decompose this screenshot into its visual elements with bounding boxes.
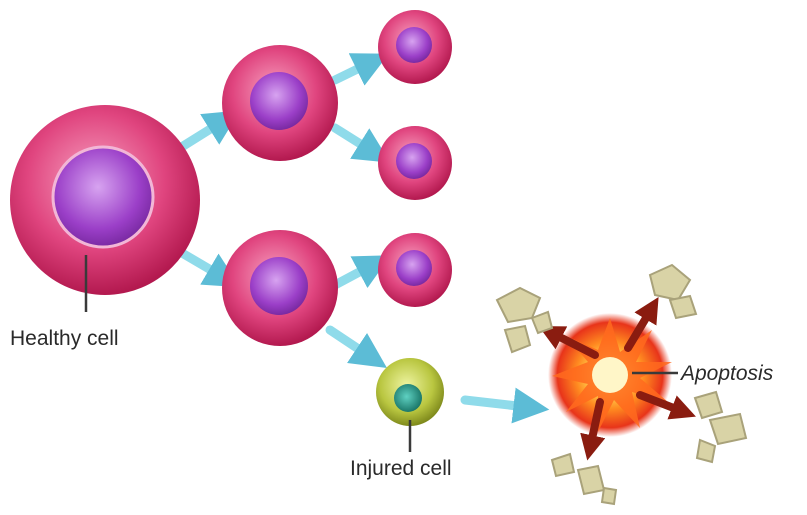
arrow-top-to-small-2 [335, 128, 378, 155]
small-cell-3 [378, 233, 452, 307]
fragment-cluster-upper-right [650, 265, 696, 318]
healthy-cell-label: Healthy cell [10, 327, 119, 350]
arrow-injured-to-apoptosis [465, 400, 535, 408]
injured-cell [376, 358, 444, 452]
arrow-healthy-to-daughter-bottom [182, 253, 228, 280]
daughter-cell-top [222, 45, 338, 161]
apoptosis-label: Apoptosis [679, 362, 774, 385]
arrow-top-to-small-1 [335, 60, 376, 80]
fragment-cluster-lower-right [695, 392, 746, 462]
healthy-cell [10, 105, 200, 312]
arrow-bottom-to-small-3 [335, 262, 378, 285]
small-cell-1 [378, 10, 452, 84]
small-cell-2 [378, 126, 452, 200]
daughter-cell-bottom [222, 230, 338, 346]
fragment-cluster-upper-left [497, 288, 552, 352]
injured-cell-label: Injured cell [350, 457, 452, 480]
arrow-healthy-to-daughter-top [180, 118, 228, 148]
apoptosis-burst [548, 313, 678, 437]
arrow-bottom-to-injured [330, 330, 375, 360]
fragment-cluster-lower-left [552, 454, 616, 504]
